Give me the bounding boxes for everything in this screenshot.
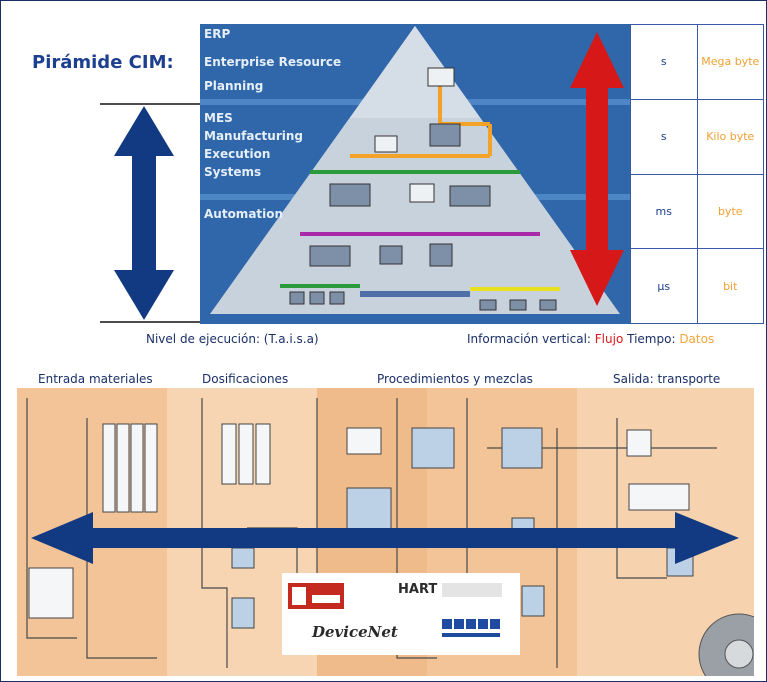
- time-cell: s: [630, 24, 698, 100]
- plc-icon-2: [449, 185, 491, 207]
- cim-pyramid-panel: ERP Enterprise Resource Planning MES Man…: [200, 24, 630, 324]
- datos-label: Datos: [679, 332, 715, 346]
- cim-pyramid: ERP Enterprise Resource Planning MES Man…: [200, 24, 630, 324]
- erp-computer-icon: [427, 67, 455, 87]
- erp-abbr: ERP: [204, 27, 230, 41]
- mes-name-1: Manufacturing: [204, 129, 303, 143]
- execution-level-arrow: [100, 103, 200, 323]
- page-title: Pirámide CIM:: [32, 52, 174, 73]
- data-cell: bit: [696, 248, 764, 324]
- interbus-logo: [442, 619, 500, 637]
- data-cell: Mega byte: [696, 24, 764, 100]
- vertical-info-caption: Información vertical: Flujo Tiempo: Dato…: [467, 332, 714, 346]
- mes-name-2: Execution: [204, 147, 270, 161]
- mes-controller-icon: [429, 123, 461, 147]
- mes-name-3: Systems: [204, 165, 261, 179]
- fieldbus-logos: HART DeviceNet: [282, 573, 520, 655]
- hart-logo: HART: [398, 582, 437, 597]
- vertical-info-label: Información vertical:: [467, 332, 595, 346]
- flujo-label: Flujo: [594, 332, 624, 346]
- logos-svg: HART DeviceNet: [288, 582, 502, 641]
- execution-level-caption: Nivel de ejecución: (T.a.i.s.a): [146, 332, 319, 346]
- automation-label: Automation: [204, 207, 283, 221]
- stage-dosificaciones: Dosificaciones: [202, 372, 289, 386]
- stage-procedimientos: Procedimientos y mezclas: [377, 372, 533, 386]
- erp-name-1: Enterprise Resource: [204, 55, 341, 69]
- stage-entrada: Entrada materiales: [38, 372, 153, 386]
- time-cell: ms: [630, 173, 698, 250]
- red-double-arrow: [570, 32, 624, 306]
- automation-computer-icon: [409, 183, 435, 203]
- mes-abbr: MES: [204, 111, 233, 125]
- plc-icon: [329, 183, 371, 207]
- navy-double-arrow: [114, 106, 174, 320]
- data-cell: byte: [696, 173, 764, 250]
- time-cell: s: [630, 98, 698, 175]
- time-cell: µs: [630, 248, 698, 324]
- stage-salida: Salida: transporte: [613, 372, 721, 386]
- data-cell: Kilo byte: [696, 98, 764, 175]
- erp-name-2: Planning: [204, 79, 263, 93]
- tiempo-label: Tiempo:: [623, 332, 680, 346]
- devicenet-logo: DeviceNet: [311, 623, 398, 641]
- mes-computer-icon: [374, 135, 398, 153]
- horizontal-flow-arrow: [31, 512, 739, 564]
